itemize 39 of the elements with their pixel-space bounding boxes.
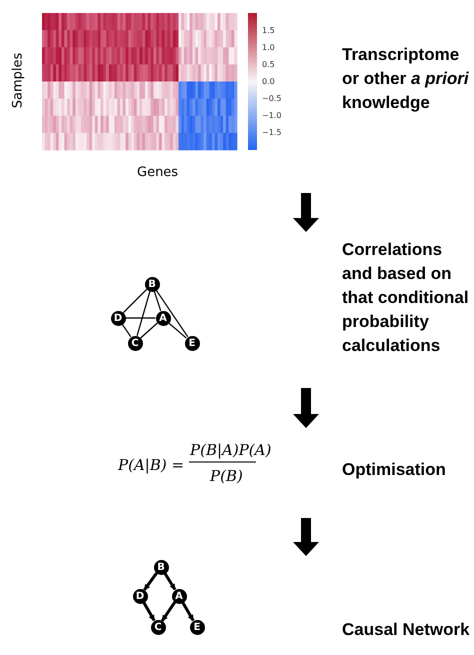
graph-node-circle: C [150, 620, 166, 634]
graph-node-circle: E [184, 336, 200, 350]
graph-node-circle: A [156, 310, 170, 326]
formula-text: P(B) [210, 468, 243, 485]
graph-node-circle: D [110, 310, 126, 326]
connector-line [154, 290, 162, 312]
graph-node-circle: B [144, 276, 160, 292]
graph-node-circle: A [172, 588, 186, 604]
colorbar-tick-label: 0.0 [262, 77, 275, 86]
step-label: Causal Network [342, 618, 472, 642]
formula-text: P(A|B) = [118, 457, 184, 474]
connector-line [140, 322, 158, 338]
graph-node-circle: C [128, 336, 142, 350]
colorbar-tick-label: 1.0 [262, 43, 275, 52]
step-label: Correlations and based on that conditional probability calculations [342, 238, 472, 358]
arrow [164, 572, 176, 590]
colorbar-tick-label: −1.0 [262, 111, 282, 120]
connector-line [156, 290, 188, 338]
connector-line [136, 291, 150, 336]
graph-node-circle: B [154, 560, 168, 574]
arrow [142, 602, 156, 622]
connector-line [126, 317, 156, 319]
connector-line [122, 324, 132, 338]
axis-label: Samples [10, 52, 26, 108]
colorbar-tick-label: −1.5 [262, 128, 282, 137]
colorbar-tick-label: −0.5 [262, 94, 282, 103]
formula-text: P(B|A)P(A) [190, 442, 272, 459]
step-label: Optimisation [342, 458, 472, 482]
colorbar-tick-label: 1.5 [262, 26, 275, 35]
colorbar-tick-label: 0.5 [262, 60, 275, 69]
graph-node-circle: D [132, 588, 148, 604]
connector-line [168, 322, 187, 339]
arrow [160, 601, 176, 622]
step-label: Transcriptome or other a priori knowledge [342, 43, 472, 115]
axis-label: Genes [137, 165, 178, 180]
arrow [181, 602, 195, 622]
graph-node-circle: E [190, 620, 204, 634]
arrow [143, 572, 158, 591]
connector-line [122, 288, 148, 314]
